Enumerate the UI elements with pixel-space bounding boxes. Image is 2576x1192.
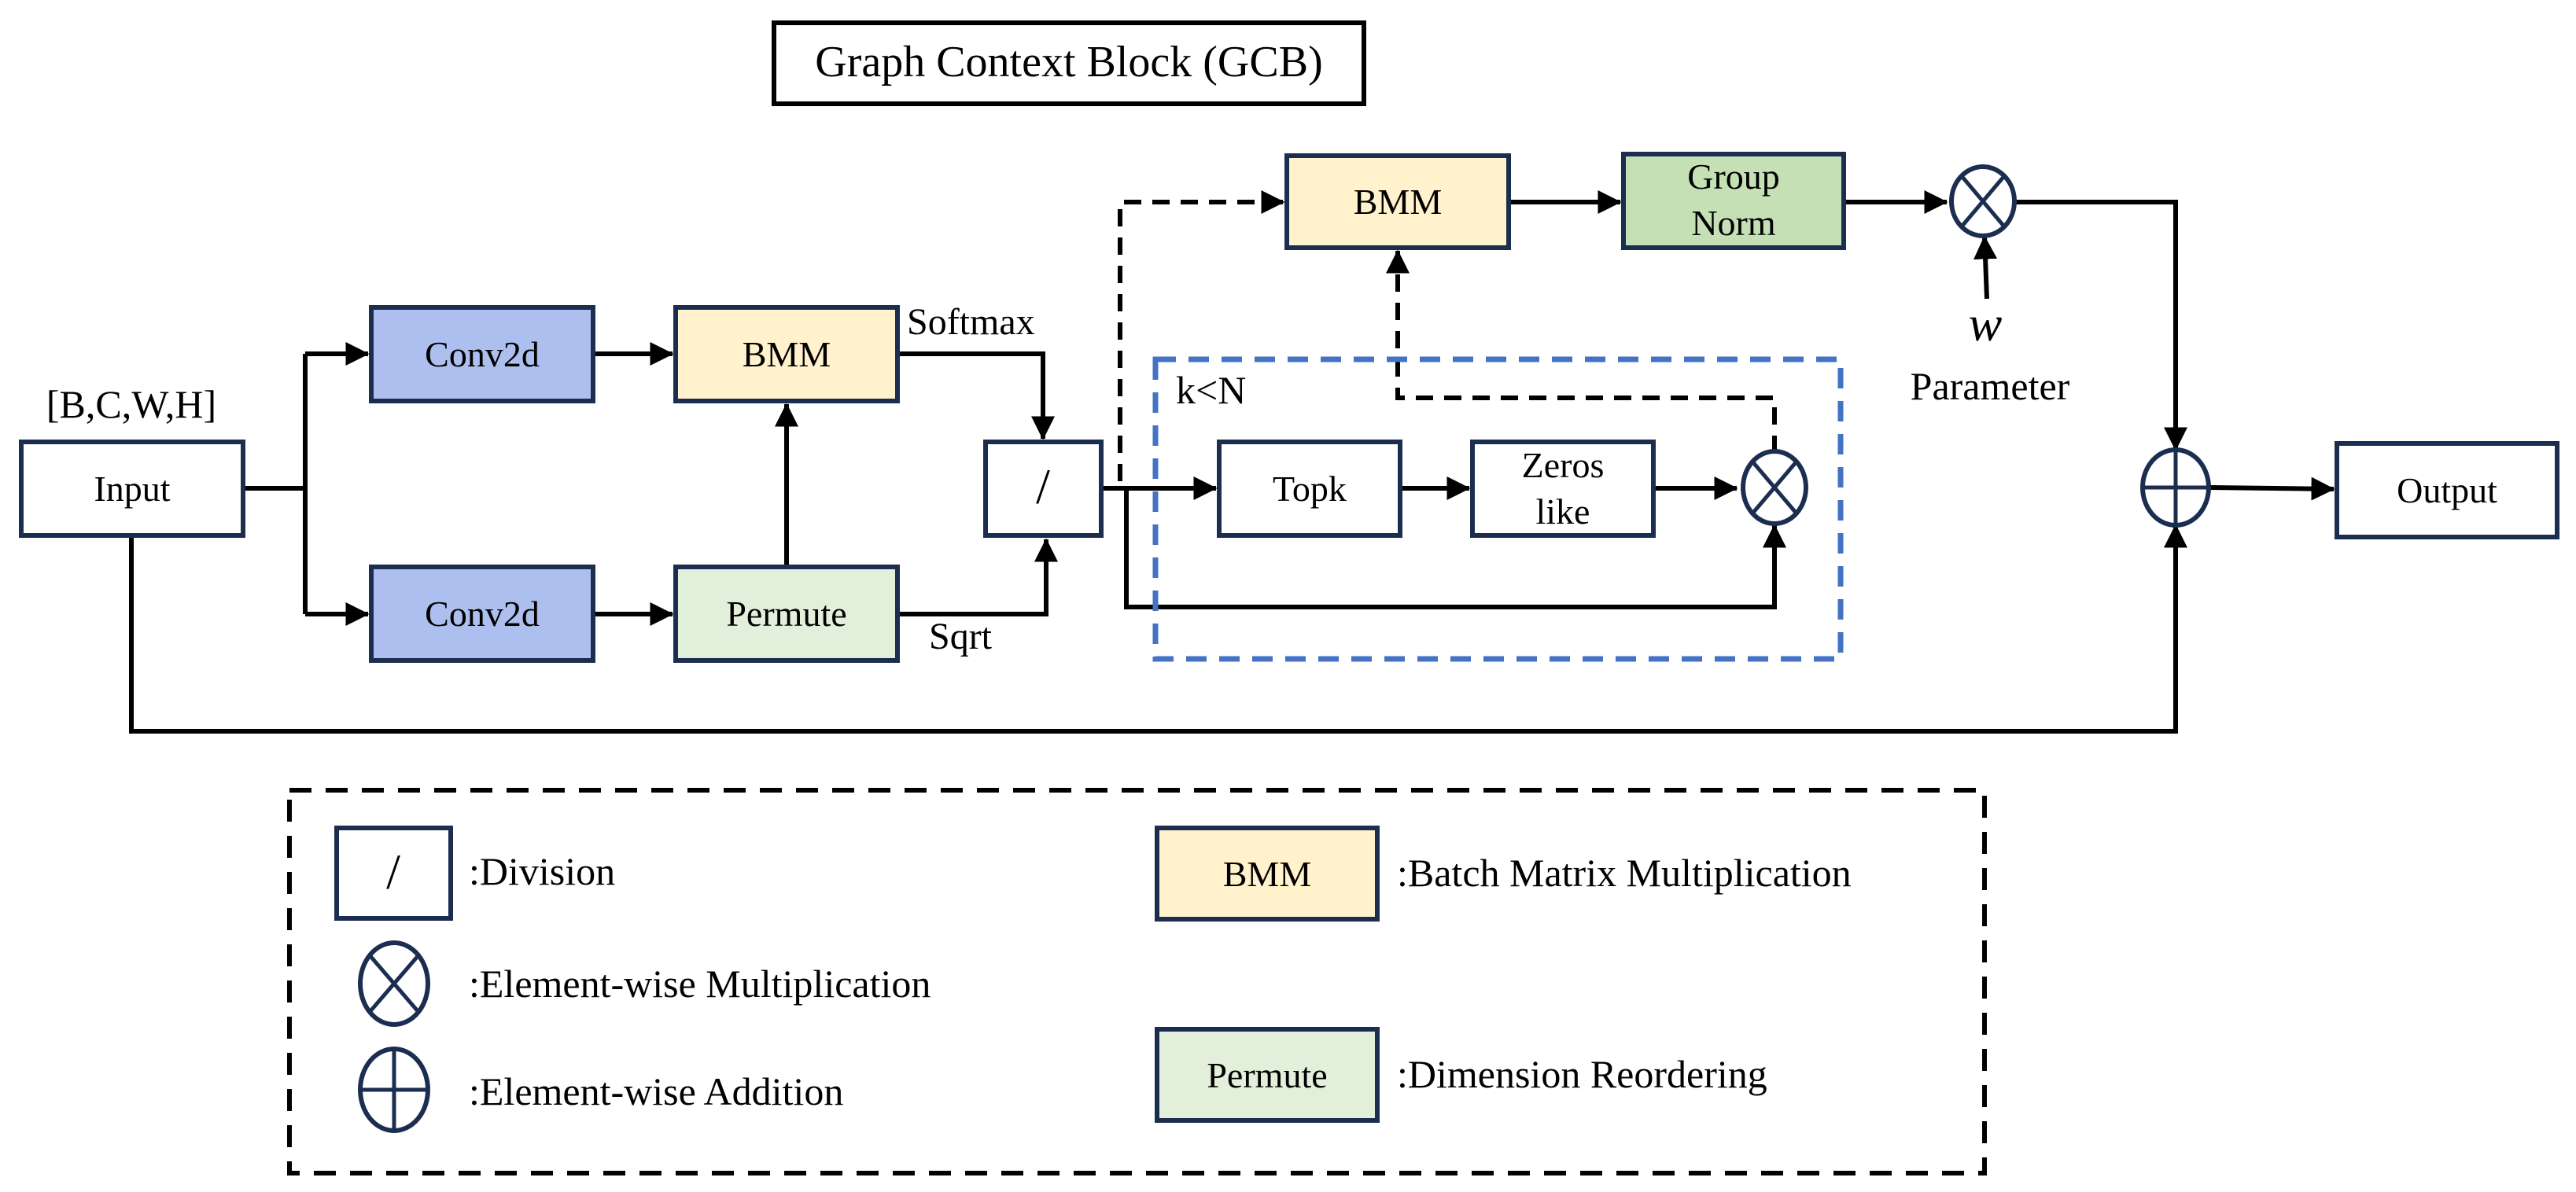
node-conv2d-bottom[interactable]: Conv2d (369, 565, 595, 663)
legend-division-symbol: / (386, 844, 400, 900)
bmm-left-label: BMM (743, 334, 831, 374)
legend-item-permute: Permute :Dimension Reordering (1155, 1027, 1767, 1123)
title-text: Graph Context Block (GCB) (815, 38, 1322, 86)
legend-item-division: / :Division (334, 826, 615, 921)
legend-bmm-symbol: BMM (1223, 854, 1311, 894)
node-group-norm[interactable]: Group Norm (1621, 152, 1846, 250)
node-permute[interactable]: Permute (673, 565, 900, 663)
division-symbol: / (1036, 458, 1050, 514)
arrow-sqrt-to-division (897, 538, 1058, 616)
topk-label: Topk (1273, 469, 1347, 509)
softmax-label: Softmax (907, 301, 1035, 343)
zeros-like-line2: like (1536, 491, 1590, 532)
wire-division-bypass (1124, 488, 1786, 609)
conv2d-top-label: Conv2d (425, 334, 540, 374)
connections (129, 190, 2335, 734)
title-box: Graph Context Block (GCB) (772, 20, 1366, 106)
legend-division-text: :Division (469, 849, 615, 893)
topk-region-label: k<N (1176, 368, 1246, 412)
dashed-arrow-mult-to-bmm-top (1386, 249, 1777, 453)
legend-mult-text: :Element-wise Multiplication (469, 962, 931, 1006)
zeros-like-line1: Zeros (1522, 445, 1605, 485)
arrow-add-to-output (2208, 476, 2335, 501)
legend-mult-icon (358, 940, 430, 1027)
input-shape-label: [B,C,W,H] (46, 382, 216, 426)
legend: / :Division :Element-wise Multiplication… (287, 788, 1987, 1175)
legend-bmm-text: :Batch Matrix Multiplication (1397, 851, 1852, 895)
legend-item-mult: :Element-wise Multiplication (358, 940, 931, 1027)
arrow-residual-to-add (129, 524, 2187, 734)
input-label: Input (94, 469, 170, 509)
conv2d-bottom-label: Conv2d (425, 594, 540, 634)
mult-node-topk (1741, 449, 1808, 526)
parameter-label: Parameter (1911, 364, 2070, 408)
node-conv2d-top[interactable]: Conv2d (369, 305, 595, 403)
arrow-mult-to-add (2016, 200, 2187, 451)
mult-node-weight (1949, 164, 2017, 238)
node-output[interactable]: Output (2335, 441, 2559, 539)
node-topk[interactable]: Topk (1217, 440, 1402, 538)
node-bmm-top[interactable]: BMM (1284, 153, 1511, 250)
legend-add-text: :Element-wise Addition (469, 1069, 843, 1113)
node-zeros-like[interactable]: Zeros like (1470, 440, 1656, 538)
legend-permute-symbol: Permute (1207, 1055, 1327, 1095)
group-norm-line1: Group (1687, 156, 1780, 197)
group-norm-line2: Norm (1691, 203, 1776, 243)
dashed-arrow-division-to-bmm-top (1118, 190, 1285, 481)
add-node (2140, 447, 2211, 528)
bmm-top-label: BMM (1354, 182, 1442, 222)
topk-region (1152, 356, 1844, 662)
sqrt-label: Sqrt (929, 616, 993, 657)
node-division[interactable]: / (983, 440, 1104, 538)
output-label: Output (2397, 470, 2497, 510)
node-bmm-left[interactable]: BMM (673, 305, 900, 403)
permute-label: Permute (726, 594, 846, 634)
legend-permute-text: :Dimension Reordering (1397, 1052, 1767, 1096)
legend-item-add: :Element-wise Addition (358, 1047, 843, 1133)
legend-add-icon (358, 1047, 430, 1133)
arrow-w-to-mult (1973, 235, 1998, 300)
weight-symbol: w (1969, 296, 2003, 351)
arrow-softmax-to-division (897, 351, 1055, 440)
legend-item-bmm: BMM :Batch Matrix Multiplication (1155, 826, 1852, 922)
node-input[interactable]: Input (19, 440, 245, 538)
